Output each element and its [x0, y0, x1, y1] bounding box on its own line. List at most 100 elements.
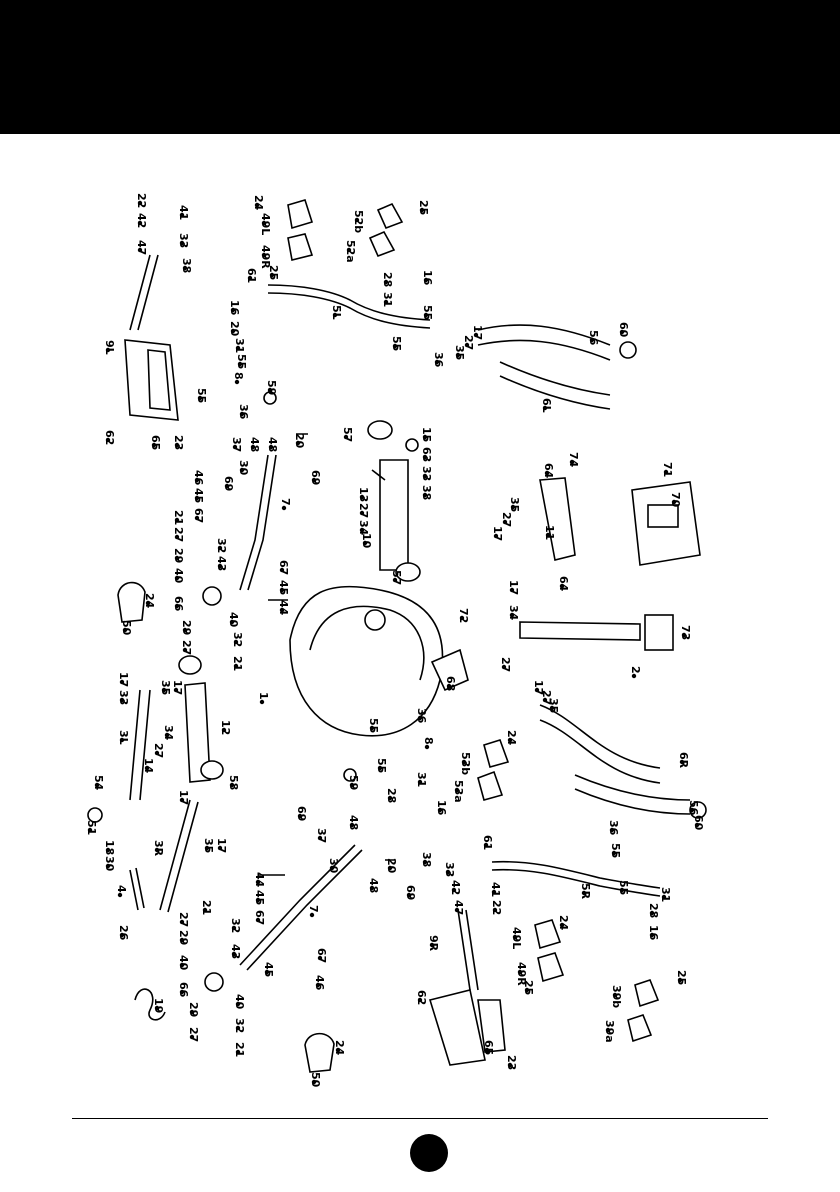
part-number-label: 34 — [357, 520, 370, 536]
callout-leader-dot — [311, 477, 317, 483]
callout-leader-dot — [239, 467, 245, 473]
part-number-label: 55 — [235, 354, 248, 369]
part-number-label: 28 — [385, 788, 398, 803]
part-number-label: 17 — [491, 526, 504, 541]
callout-leader-dot — [269, 272, 275, 278]
callout-leader-dot — [267, 387, 273, 393]
callout-leader-dot — [612, 992, 618, 998]
callout-leader-dot — [677, 977, 683, 983]
part-number-label: 59 — [265, 380, 278, 395]
callout-leader-dot — [259, 699, 265, 705]
callout-176: 32 — [233, 1018, 246, 1033]
part-number-label: 49L — [259, 213, 272, 235]
callout-161: 25 — [675, 970, 688, 985]
grip-53a — [477, 770, 504, 801]
part-number-label: 24 — [505, 730, 518, 746]
callout-150: 31 — [659, 887, 672, 902]
callout-leader-dot — [359, 510, 365, 516]
handlebar-5l — [267, 284, 431, 321]
callout-leader-dot — [279, 587, 285, 593]
callout-leader-dot — [231, 925, 237, 931]
callout-leader-dot — [349, 782, 355, 788]
part-number-label: 35 — [202, 838, 215, 853]
callout-78: 32 — [231, 632, 244, 647]
callout-leader-dot — [173, 687, 179, 693]
handlebar-5r — [491, 860, 661, 897]
callout-leader-dot — [122, 627, 128, 633]
callout-29: 60 — [617, 322, 630, 338]
part-number-label: 27 — [180, 640, 193, 655]
callout-leader-dot — [681, 632, 687, 638]
part-number-label: 65 — [149, 435, 162, 450]
cable-19 — [134, 988, 166, 1021]
part-number-label: 36 — [432, 352, 445, 368]
part-number-label: 62 — [415, 990, 428, 1005]
callout-leader-dot — [145, 600, 151, 606]
callout-leader-dot — [119, 679, 125, 685]
callout-101: 33 — [117, 690, 130, 705]
callout-14: 61 — [245, 268, 258, 283]
part-number-label: 38 — [180, 258, 193, 273]
callout-leader-dot — [383, 299, 389, 305]
part-number-label: 6L — [540, 398, 553, 413]
part-number-label: 27 — [177, 912, 190, 927]
callout-leader-dot — [174, 575, 180, 581]
part-number-label: 17 — [215, 838, 228, 853]
callout-89: 17 — [507, 580, 520, 595]
part-number-label: 67 — [277, 560, 290, 575]
part-number-label: 70 — [669, 492, 682, 508]
callout-leader-dot — [369, 885, 375, 891]
callout-leader-dot — [422, 434, 428, 440]
part-number-label: 34 — [507, 605, 520, 621]
part-number-label: 8 — [422, 737, 435, 745]
callout-133: 69 — [295, 806, 308, 821]
callout-leader-dot — [423, 312, 429, 318]
callout-leader-dot — [105, 347, 111, 353]
part-number-label: 47 — [135, 240, 148, 255]
callout-leader-dot — [484, 1047, 490, 1053]
callout-46: 46 — [192, 470, 205, 486]
callout-leader-dot — [137, 220, 143, 226]
callout-leader-dot — [694, 822, 700, 828]
part-number-label: 33 — [420, 466, 433, 481]
callout-102: 35 — [159, 680, 172, 695]
callout-leader-dot — [105, 437, 111, 443]
callout-leader-dot — [446, 683, 452, 689]
part-number-label: 40 — [177, 955, 190, 971]
callout-129: 53b — [459, 752, 472, 775]
callout-32: 20 — [228, 321, 241, 337]
part-number-label: 63 — [420, 447, 433, 462]
part-number-label: 8 — [232, 372, 245, 380]
part-number-label: 24 — [143, 593, 156, 609]
callout-22: 5L — [330, 305, 343, 320]
callout-leader-dot — [534, 687, 540, 693]
callout-109: 58 — [227, 775, 240, 790]
part-number-label: 29 — [177, 930, 190, 945]
part-number-label: 39b — [610, 985, 623, 1008]
callout-141: 42 — [449, 880, 462, 895]
part-number-label: 9R — [427, 935, 440, 952]
callout-159: 65 — [482, 1040, 495, 1055]
callout-leader-dot — [144, 765, 150, 771]
callout-33: 31 — [233, 338, 246, 353]
part-number-label: 17 — [117, 672, 130, 687]
callout-90: 34 — [507, 605, 520, 621]
part-number-label: 19 — [152, 998, 165, 1013]
part-number-label: 20 — [385, 858, 398, 874]
callout-leader-dot — [264, 969, 270, 975]
part-number-label: 14 — [142, 758, 155, 774]
callout-113: 18 — [103, 840, 116, 855]
grip-49l — [287, 199, 314, 230]
part-number-label: 31 — [659, 887, 672, 902]
part-number-label: 36 — [415, 708, 428, 724]
seat-post-9r — [457, 909, 479, 991]
callout-103: 17 — [171, 680, 184, 695]
callout-leader-dot — [437, 807, 443, 813]
callout-leader-dot — [194, 495, 200, 501]
part-number-label: 18 — [103, 840, 116, 855]
callout-2: 47 — [135, 240, 148, 255]
part-number-label: 9L — [103, 340, 116, 355]
callout-leader-dot — [507, 1062, 513, 1068]
part-number-label: 31 — [415, 772, 428, 787]
callout-146: 5R — [579, 883, 592, 900]
